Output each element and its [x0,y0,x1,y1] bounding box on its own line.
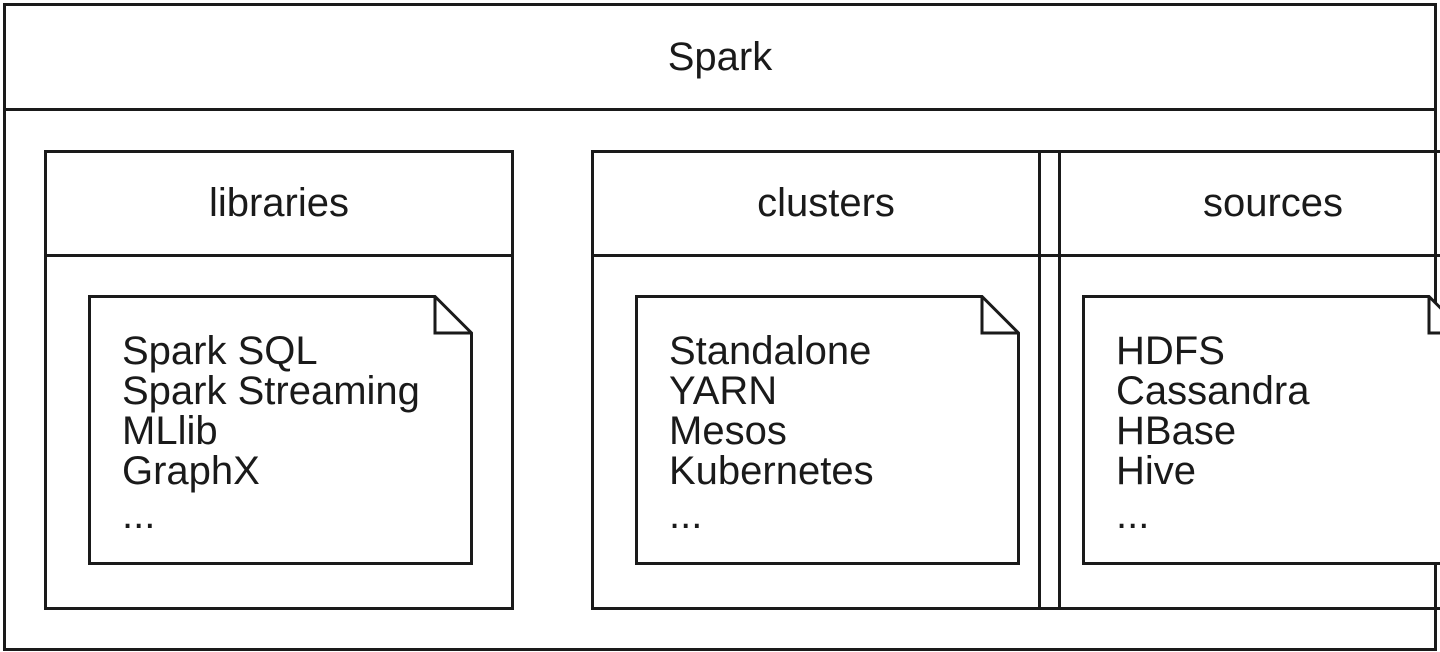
note-items-libraries: Spark SQL Spark Streaming MLlib GraphX [122,331,420,491]
note-items-clusters: Standalone YARN Mesos Kubernetes [669,331,874,491]
package-title-sources: sources [1041,153,1440,257]
spark-package: Spark libraries Spark SQL Spark Streamin… [3,3,1440,651]
package-clusters: clusters Standalone YARN Mesos Kubernete… [591,150,1061,610]
note-libraries: Spark SQL Spark Streaming MLlib GraphX .… [88,295,473,565]
package-title-clusters: clusters [594,153,1058,257]
note-item: Kubernetes [669,449,874,493]
note-ellipsis: ... [669,493,703,537]
note-shape [635,295,1020,565]
note-item: Spark SQL [122,329,318,373]
package-sources: sources HDFS Cassandra HBase Hive ... [1038,150,1440,610]
note-item: Standalone [669,329,872,373]
note-items-sources: HDFS Cassandra HBase Hive [1116,331,1309,491]
spark-title: Spark [6,6,1434,111]
note-shape [1082,295,1440,565]
note-item: HBase [1116,409,1237,453]
note-item: HDFS [1116,329,1225,373]
note-item: GraphX [122,449,260,493]
note-ellipsis: ... [1116,493,1150,537]
note-item: Spark Streaming [122,369,420,413]
note-item: Hive [1116,449,1197,493]
note-ellipsis: ... [122,493,156,537]
note-shape [88,295,473,565]
package-libraries: libraries Spark SQL Spark Streaming MLli… [44,150,514,610]
note-item: YARN [669,369,778,413]
note-item: Cassandra [1116,369,1310,413]
package-title-libraries: libraries [47,153,511,257]
note-clusters: Standalone YARN Mesos Kubernetes ... [635,295,1020,565]
note-item: MLlib [122,409,218,453]
note-sources: HDFS Cassandra HBase Hive ... [1082,295,1440,565]
note-item: Mesos [669,409,787,453]
